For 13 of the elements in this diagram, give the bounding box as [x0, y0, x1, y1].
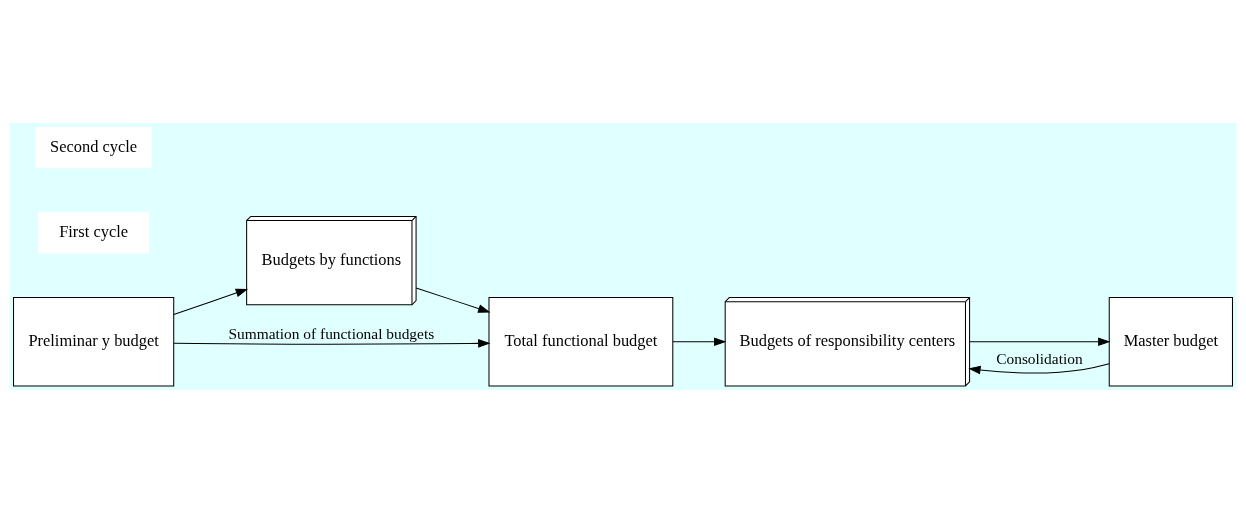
edge-label: Summation of functional budgets: [228, 324, 435, 342]
arrow: [415, 287, 491, 313]
node-box: Master budget: [1108, 297, 1233, 387]
edge-label: Consolidation: [996, 350, 1083, 368]
label: Second cycle: [50, 136, 138, 156]
arrow: [173, 339, 491, 348]
arrow: [968, 363, 1110, 375]
node-box: Preliminar y budget: [13, 297, 175, 387]
arrow: [969, 337, 1111, 347]
label: First cycle: [59, 221, 129, 241]
node-box: Total functional budget: [488, 297, 674, 387]
arrow: [672, 337, 727, 347]
arrow: [173, 288, 249, 315]
